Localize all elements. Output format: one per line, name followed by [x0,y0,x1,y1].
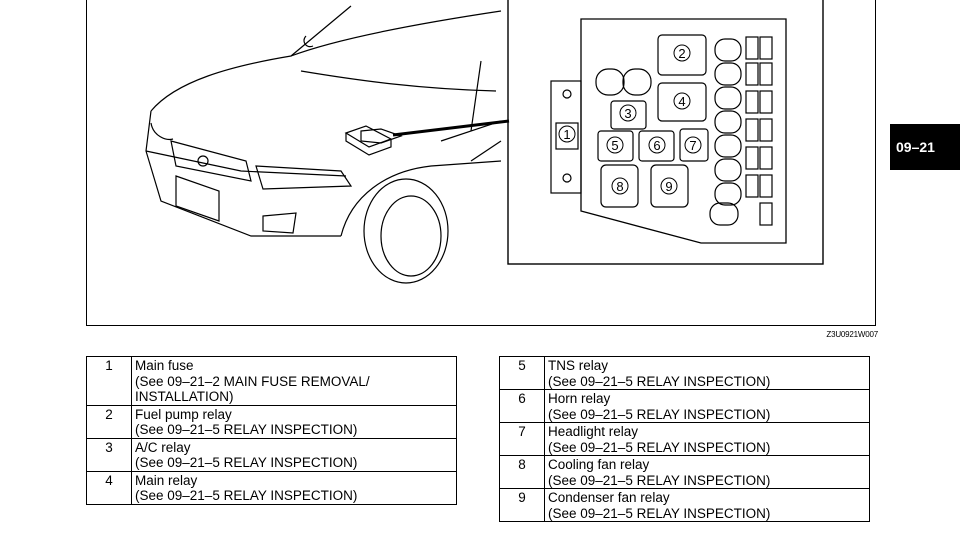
legend-line: Cooling fan relay [548,457,650,472]
legend-line: Condenser fan relay [548,490,670,505]
legend-line: A/C relay [135,439,191,455]
legend-line: Headlight relay [548,424,639,439]
fuse-column-round [709,38,742,226]
legend-number: 1 [86,356,132,406]
legend-line: Main relay [135,472,198,488]
figure-code: Z3U0921W007 [826,330,878,339]
callout-4: 4 [678,94,685,109]
callout-9: 9 [665,179,672,194]
legend-line: (See 09–21–5 RELAY INSPECTION) [135,455,358,470]
section-tab: 09–21 [890,124,960,170]
callout-5: 5 [611,138,618,153]
legend-number: 7 [499,422,545,456]
callout-7: 7 [689,138,696,153]
legend-line: Main fuse [135,358,194,373]
legend-description: Cooling fan relay(See 09–21–5 RELAY INSP… [544,455,870,489]
legend-line: (See 09–21–5 RELAY INSPECTION) [548,406,771,422]
fuse-column-blade [745,36,773,226]
legend-number: 6 [499,389,545,423]
callout-6: 6 [653,138,660,153]
legend-line: (See 09–21–5 RELAY INSPECTION) [548,472,771,488]
legend-line: TNS relay [548,358,609,373]
fuse-box-illustration: 1 2 3 4 5 6 7 8 9 [86,0,876,326]
fusebox-inset [507,0,824,265]
legend-line: (See 09–21–5 RELAY INSPECTION) [548,439,771,455]
car-and-fusebox-drawing: 1 2 3 4 5 6 7 8 9 [145,0,824,284]
legend-description: Main fuse(See 09–21–2 MAIN FUSE REMOVAL/… [131,356,457,406]
callout-labels: 1 2 3 4 5 6 7 8 9 [558,44,702,195]
legend-number: 4 [86,470,132,505]
legend-description: TNS relay(See 09–21–5 RELAY INSPECTION) [544,356,870,390]
legend-line: (See 09–21–5 RELAY INSPECTION) [548,505,771,521]
car-outline [145,5,510,284]
legend-line: Fuel pump relay [135,406,232,422]
legend-description: Condenser fan relay(See 09–21–5 RELAY IN… [544,488,870,522]
legend-description: A/C relay(See 09–21–5 RELAY INSPECTION) [131,437,457,472]
legend-line: INSTALLATION) [135,389,234,404]
legend-number: 5 [499,356,545,390]
legend-number: 9 [499,488,545,522]
legend-line: (See 09–21–5 RELAY INSPECTION) [548,373,771,389]
legend-line: (See 09–21–2 MAIN FUSE REMOVAL/ [135,373,370,389]
legend-description: Headlight relay(See 09–21–5 RELAY INSPEC… [544,422,870,456]
legend-number: 2 [86,404,132,439]
legend-number: 3 [86,437,132,472]
callout-3: 3 [624,106,631,121]
legend-description: Horn relay(See 09–21–5 RELAY INSPECTION) [544,389,870,423]
legend-line: (See 09–21–5 RELAY INSPECTION) [135,488,358,503]
callout-2: 2 [678,46,685,61]
legend-description: Fuel pump relay(See 09–21–5 RELAY INSPEC… [131,404,457,439]
legend-line: Horn relay [548,391,611,406]
legend-line: (See 09–21–5 RELAY INSPECTION) [135,422,358,437]
legend-description: Main relay(See 09–21–5 RELAY INSPECTION) [131,470,457,505]
callout-1: 1 [563,127,570,142]
callout-8: 8 [616,179,623,194]
legend-number: 8 [499,455,545,489]
